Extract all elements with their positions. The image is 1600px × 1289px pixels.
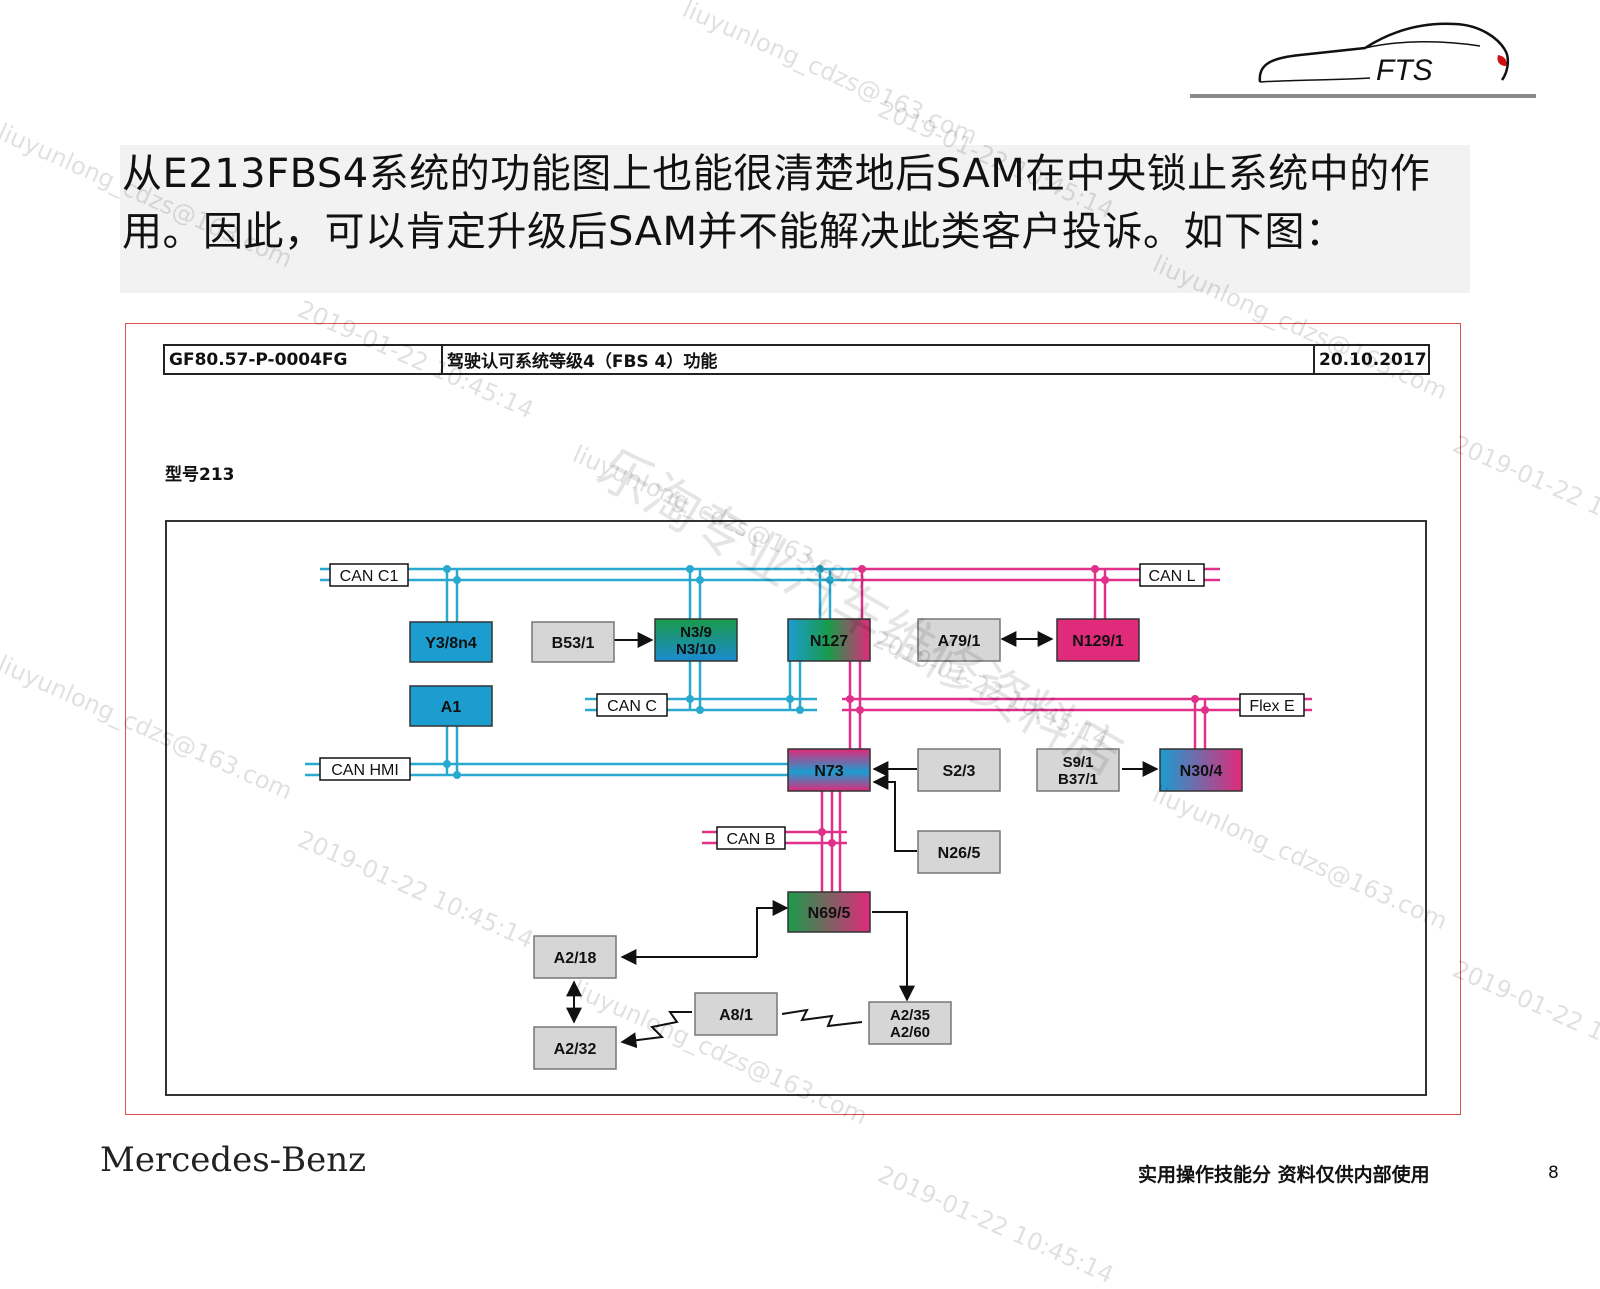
svg-text:N69/5: N69/5: [808, 905, 851, 922]
svg-text:A2/60: A2/60: [890, 1024, 930, 1041]
brand-logo-text: Mercedes-Benz: [100, 1140, 367, 1180]
watermark-timestamp: 2019-01-22 10:45:14: [873, 1160, 1118, 1289]
pink-bus-dots: [818, 565, 1209, 847]
node-a2-32: A2/32: [533, 1026, 617, 1070]
doc-id: GF80.57-P-0004FG: [165, 346, 443, 373]
node-n73: N73: [787, 748, 871, 792]
bus-label-can-hmi: CAN HMI: [319, 757, 411, 781]
sports-car-outline-icon: FTS: [1258, 22, 1510, 87]
node-a2-35-a2-60: A2/35 A2/60: [868, 1001, 952, 1045]
svg-text:A8/1: A8/1: [719, 1007, 753, 1024]
signal-lines: [566, 631, 1159, 1049]
svg-text:A2/35: A2/35: [890, 1007, 930, 1024]
svg-text:N26/5: N26/5: [938, 845, 981, 862]
svg-text:CAN C1: CAN C1: [340, 568, 399, 585]
node-n127: N127: [787, 618, 871, 662]
node-a2-18: A2/18: [533, 935, 617, 979]
svg-text:N129/1: N129/1: [1072, 633, 1124, 650]
svg-text:A2/18: A2/18: [554, 950, 597, 967]
svg-text:N127: N127: [810, 633, 848, 650]
svg-text:CAN C: CAN C: [607, 698, 657, 715]
footer-note: 实用操作技能分 资料仅供内部使用: [1138, 1164, 1430, 1186]
svg-text:Flex E: Flex E: [1249, 698, 1294, 715]
bus-label-can-c1: CAN C1: [329, 563, 409, 587]
doc-date: 20.10.2017: [1319, 349, 1427, 370]
svg-text:N30/4: N30/4: [1180, 763, 1223, 780]
fts-logo: FTS: [1180, 10, 1540, 105]
svg-text:S2/3: S2/3: [943, 763, 976, 780]
page-number: 8: [1548, 1163, 1559, 1183]
doc-header: GF80.57-P-0004FG 驾驶认可系统等级4（FBS 4）功能 20.1…: [163, 344, 1430, 375]
bus-label-can-c: CAN C: [596, 693, 668, 717]
bus-label-flex-e: Flex E: [1239, 693, 1305, 717]
svg-text:B37/1: B37/1: [1058, 771, 1098, 788]
node-a79-1: A79/1: [917, 618, 1001, 662]
node-n26-5: N26/5: [917, 830, 1001, 874]
model-label: 型号213: [165, 465, 235, 485]
svg-text:N3/10: N3/10: [676, 641, 716, 658]
node-y3-8n4: Y3/8n4: [409, 621, 493, 663]
figure-frame: [125, 323, 1461, 1115]
node-n3-9-n3-10: N3/9 N3/10: [654, 618, 738, 662]
svg-text:CAN B: CAN B: [727, 831, 776, 848]
svg-text:N3/9: N3/9: [680, 624, 712, 641]
watermark-timestamp: 2019-01-22 10:45:14: [1448, 430, 1600, 560]
node-n30-4: N30/4: [1159, 748, 1243, 792]
diagram-frame: CAN C1 CAN L CAN C Flex E CAN HMI CAN B …: [165, 520, 1427, 1096]
function-diagram: CAN C1 CAN L CAN C Flex E CAN HMI CAN B …: [305, 563, 1312, 1070]
svg-text:A2/32: A2/32: [554, 1041, 597, 1058]
header-rule: [1190, 94, 1536, 98]
svg-text:S9/1: S9/1: [1063, 754, 1094, 771]
bus-label-can-b: CAN B: [716, 826, 786, 850]
intro-panel: 从E213FBS4系统的功能图上也能很清楚地后SAM在中央锁止系统中的作用。因此…: [120, 145, 1470, 293]
node-a1: A1: [409, 685, 493, 727]
node-n69-5: N69/5: [787, 891, 871, 933]
node-n129-1: N129/1: [1056, 618, 1140, 662]
bus-label-can-l: CAN L: [1139, 563, 1205, 587]
svg-text:Y3/8n4: Y3/8n4: [425, 635, 477, 652]
svg-text:CAN L: CAN L: [1148, 568, 1195, 585]
blue-bus-dots: [443, 565, 834, 779]
node-s9-1-b37-1: S9/1 B37/1: [1036, 748, 1120, 792]
logo-text: FTS: [1376, 54, 1433, 87]
svg-text:B53/1: B53/1: [552, 635, 595, 652]
node-s2-3: S2/3: [917, 748, 1001, 792]
intro-text: 从E213FBS4系统的功能图上也能很清楚地后SAM在中央锁止系统中的作用。因此…: [122, 151, 1431, 255]
svg-text:A79/1: A79/1: [938, 633, 981, 650]
node-a8-1: A8/1: [694, 992, 778, 1036]
svg-text:CAN HMI: CAN HMI: [331, 762, 399, 779]
svg-text:N73: N73: [814, 763, 843, 780]
doc-title: 驾驶认可系统等级4（FBS 4）功能: [443, 346, 1315, 373]
svg-text:A1: A1: [441, 699, 462, 716]
watermark-timestamp: 2019-01-22 10:45:14: [1448, 955, 1600, 1085]
node-b53-1: B53/1: [531, 621, 615, 663]
